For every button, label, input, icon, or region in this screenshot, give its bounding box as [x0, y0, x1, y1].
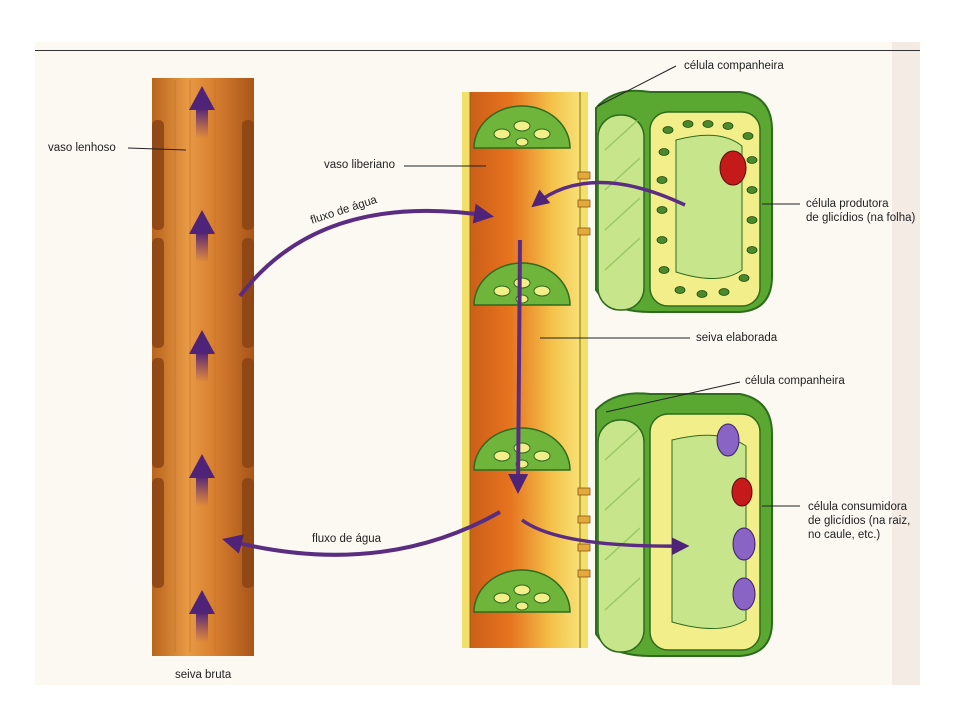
sugar-in-arrow [520, 518, 690, 555]
fluxo-agua-bottom-arrow [222, 510, 501, 557]
consumer-cell-group [520, 392, 773, 657]
label-vaso-lenhoso: vaso lenhoso [48, 142, 116, 154]
label-celula-companheira-bottom: célula companheira [745, 375, 845, 387]
label-produtora-line2: de glicídios (na folha) [806, 212, 916, 224]
sieve-plates [473, 105, 571, 613]
label-fluxo-agua-bottom: fluxo de água [312, 533, 382, 545]
label-consumidora-line2: de glicídios (na raiz, [808, 515, 911, 527]
label-seiva-elaborada: seiva elaborada [696, 332, 778, 344]
xylem-up-arrows [189, 86, 215, 642]
xylem-vessel [152, 78, 254, 656]
chloroplasts [656, 120, 758, 298]
fluxo-agua-top-arrow [238, 203, 494, 298]
label-consumidora-line3: no caule, etc.) [808, 529, 881, 541]
label-celula-produtora: célula produtora de glicídios (na folha) [806, 197, 915, 225]
starch-grains [716, 423, 756, 611]
companion-cell-bottom [597, 419, 645, 653]
label-consumidora-line1: célula consumidora [808, 501, 908, 513]
nucleus-top [719, 150, 747, 186]
page-edge-strip [892, 42, 920, 685]
nucleus-bottom [731, 477, 753, 507]
label-seiva-bruta: seiva bruta [175, 669, 232, 681]
sugar-out-arrow [531, 180, 686, 208]
label-vaso-liberiano: vaso liberiano [324, 159, 395, 171]
label-celula-consumidora: célula consumidora de glicídios (na raiz… [808, 500, 910, 542]
top-rule [35, 50, 920, 51]
label-celula-companheira-top: célula companheira [684, 60, 784, 72]
leader-lines [127, 65, 800, 507]
producer-cell-group [531, 89, 773, 313]
companion-cell-top [597, 114, 645, 311]
seiva-elaborada-arrow [508, 239, 529, 494]
phloem-vessel [462, 92, 591, 648]
label-produtora-line1: célula produtora [806, 198, 889, 210]
